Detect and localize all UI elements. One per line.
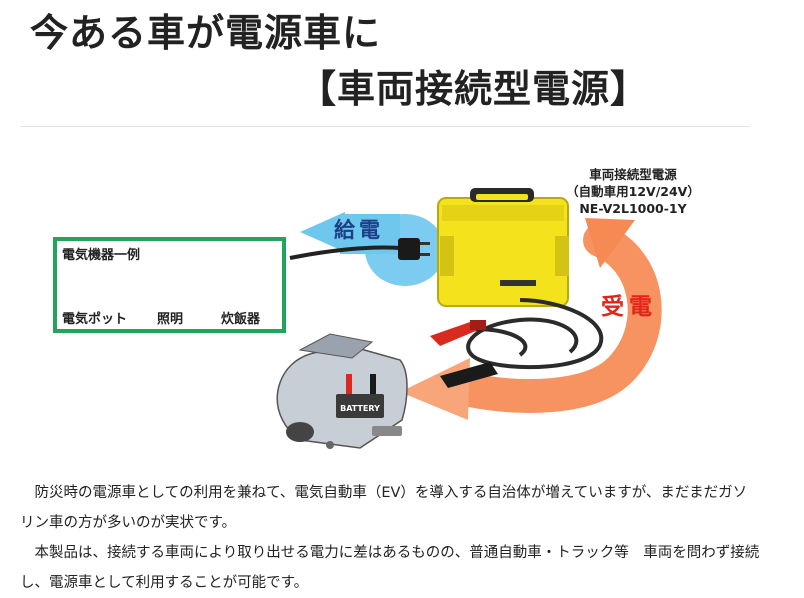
product-name: 車両接続型電源 (589, 167, 677, 182)
appliance-label-cooker: 炊飯器 (221, 312, 261, 327)
car-image: BATTERY (276, 333, 408, 449)
red-clip-icon (430, 320, 486, 346)
title-divider (20, 126, 750, 127)
description-text: 防災時の電源車としての利用を兼ねて、電気自動車（EV）を導入する自治体が増えてい… (20, 478, 760, 598)
power-plug-icon (398, 238, 430, 260)
battery-label: BATTERY (340, 404, 380, 413)
appliance-label-light: 照明 (157, 312, 184, 327)
receive-label: 受電 (601, 294, 657, 320)
power-unit-image (437, 188, 569, 307)
appliance-example-box (53, 237, 286, 333)
supply-cable (289, 245, 401, 260)
supply-label: 給電 (334, 218, 384, 242)
page-title-line1: 今ある車が電源車に (30, 11, 382, 55)
coiled-cable (466, 298, 604, 370)
description-paragraph-2: 本製品は、接続する車両により取り出せる電力に差はあるものの、普通自動車・トラック… (20, 545, 760, 591)
product-label: 車両接続型電源 （自動車用12V/24V） NE-V2L1000-1Y (548, 166, 718, 217)
appliance-box-title: 電気機器一例 (62, 248, 141, 263)
black-clip-icon (440, 362, 498, 388)
page-title-line2: 【車両接続型電源】 (298, 67, 650, 111)
description-paragraph-1: 防災時の電源車としての利用を兼ねて、電気自動車（EV）を導入する自治体が増えてい… (20, 485, 748, 531)
product-spec: （自動車用12V/24V） (566, 184, 700, 199)
product-model: NE-V2L1000-1Y (579, 201, 687, 216)
appliance-label-pot: 電気ポット (62, 312, 128, 327)
